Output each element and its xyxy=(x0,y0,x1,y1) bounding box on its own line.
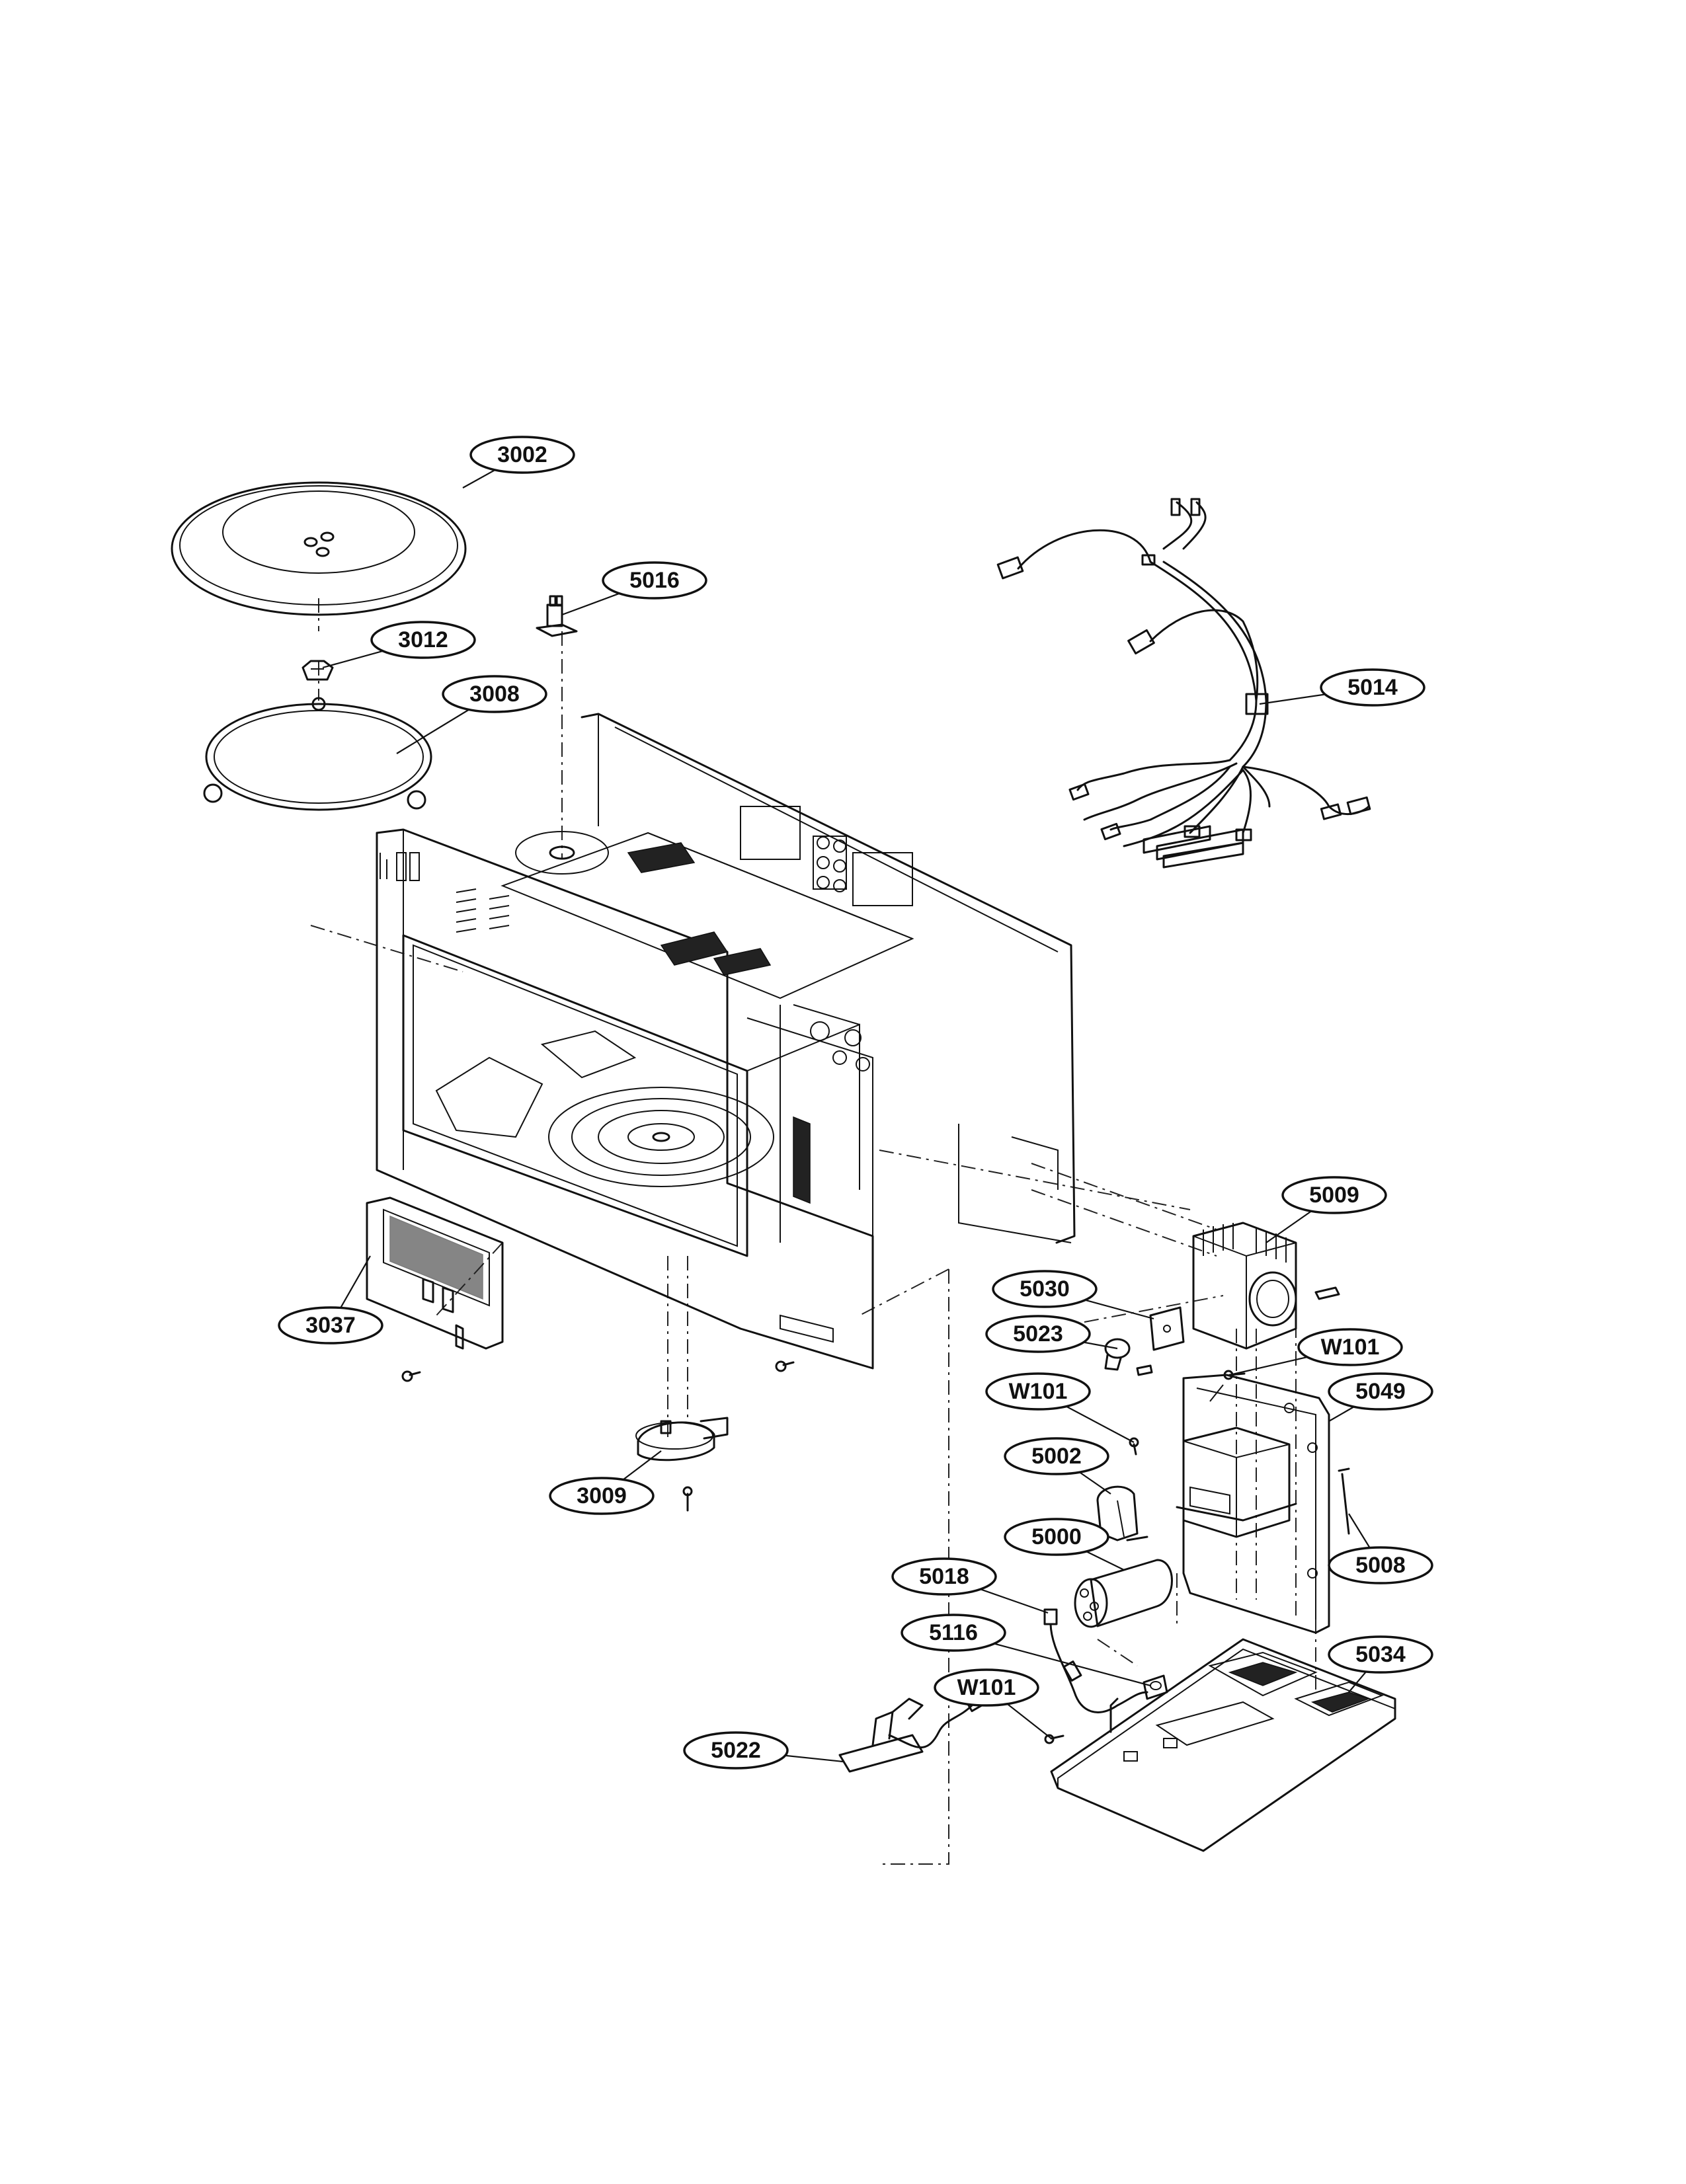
magnetron-5009 xyxy=(1192,1222,1340,1350)
callout-label: 5018 xyxy=(919,1564,969,1589)
callout-label: W101 xyxy=(1009,1379,1068,1404)
callout-oval xyxy=(934,1668,1039,1707)
capacitor-5000 xyxy=(1074,1559,1173,1628)
callout-w101: W101 xyxy=(934,1668,1039,1707)
callout-oval xyxy=(1004,1518,1109,1556)
callout-label: 5022 xyxy=(711,1738,761,1763)
callout-3009: 3009 xyxy=(549,1477,655,1515)
callout-label: 5002 xyxy=(1031,1444,1082,1469)
callout-5008: 5008 xyxy=(1328,1546,1433,1584)
callout-oval xyxy=(278,1306,383,1345)
grille-3037 xyxy=(366,1196,504,1350)
callout-5002: 5002 xyxy=(1004,1437,1109,1475)
bracket-5030 xyxy=(1149,1306,1185,1351)
turntable-tray-3002 xyxy=(171,481,467,616)
callout-label: 5016 xyxy=(629,568,680,593)
callout-oval xyxy=(985,1315,1091,1353)
callout-oval xyxy=(1004,1437,1109,1475)
screws-w101 xyxy=(401,1360,1246,1744)
callout-oval xyxy=(1328,1372,1433,1411)
callout-label: 5023 xyxy=(1013,1321,1063,1346)
callout-oval xyxy=(985,1372,1091,1411)
callout-label: 3012 xyxy=(398,627,448,652)
callout-label: 3008 xyxy=(469,682,520,707)
callout-oval xyxy=(370,621,476,659)
callout-5022: 5022 xyxy=(683,1731,789,1770)
callout-label: 5000 xyxy=(1031,1524,1082,1549)
callout-5014: 5014 xyxy=(1320,668,1425,707)
callout-label: W101 xyxy=(1321,1335,1380,1360)
thermostat-5016 xyxy=(536,595,578,637)
callout-5116: 5116 xyxy=(901,1614,1006,1652)
callout-5009: 5009 xyxy=(1281,1176,1387,1214)
callout-oval xyxy=(891,1557,997,1596)
callout-oval xyxy=(992,1270,1098,1308)
callout-5049: 5049 xyxy=(1328,1372,1433,1411)
callout-3008: 3008 xyxy=(442,675,547,713)
callout-oval xyxy=(549,1477,655,1515)
switch-5023 xyxy=(1104,1338,1153,1376)
callout-oval xyxy=(602,561,707,600)
callout-oval xyxy=(469,436,575,474)
callout-oval xyxy=(1328,1635,1433,1674)
turntable-motor-3009 xyxy=(635,1417,729,1462)
callout-label: W101 xyxy=(957,1675,1016,1700)
callout-label: 3009 xyxy=(577,1483,627,1508)
callout-oval xyxy=(1281,1176,1387,1214)
base-plate-5034 xyxy=(1050,1638,1396,1852)
callout-label: 5116 xyxy=(929,1620,978,1645)
callout-3037: 3037 xyxy=(278,1306,383,1345)
callout-5030: 5030 xyxy=(992,1270,1098,1308)
callout-label: 5049 xyxy=(1355,1379,1406,1404)
leader-lines xyxy=(322,454,1381,1763)
callout-5018: 5018 xyxy=(891,1557,997,1596)
callout-5034: 5034 xyxy=(1328,1635,1433,1674)
callout-5016: 5016 xyxy=(602,561,707,600)
transformer-5008 xyxy=(1176,1426,1350,1538)
wire-harness-5014 xyxy=(996,498,1371,869)
callout-label: 5030 xyxy=(1020,1276,1070,1302)
callout-oval xyxy=(683,1731,789,1770)
callout-label: 3037 xyxy=(305,1313,356,1338)
callout-oval xyxy=(1328,1546,1433,1584)
callout-label: 5008 xyxy=(1355,1553,1406,1578)
callout-3002: 3002 xyxy=(469,436,575,474)
callout-5023: 5023 xyxy=(985,1315,1091,1353)
roller-ring-3008 xyxy=(203,697,432,811)
callout-oval xyxy=(901,1614,1006,1652)
callout-label: 5034 xyxy=(1355,1642,1406,1667)
callout-label: 5009 xyxy=(1309,1183,1359,1208)
capacitor-holder-5002 xyxy=(1096,1485,1148,1541)
callout-label: 5014 xyxy=(1347,675,1398,700)
coupler-3012 xyxy=(301,660,334,681)
base-plate-5049 xyxy=(1182,1374,1330,1634)
alignment-lines xyxy=(310,598,1316,1865)
oven-cavity-casing xyxy=(376,713,1076,1370)
callout-5000: 5000 xyxy=(1004,1518,1109,1556)
callout-oval xyxy=(442,675,547,713)
callout-w101: W101 xyxy=(1297,1328,1403,1366)
callout-w101: W101 xyxy=(985,1372,1091,1411)
callout-label: 3002 xyxy=(497,442,547,467)
callout-oval xyxy=(1297,1328,1403,1366)
callout-oval xyxy=(1320,668,1425,707)
switch-assembly-5022 xyxy=(838,1694,986,1773)
callout-3012: 3012 xyxy=(370,621,476,659)
